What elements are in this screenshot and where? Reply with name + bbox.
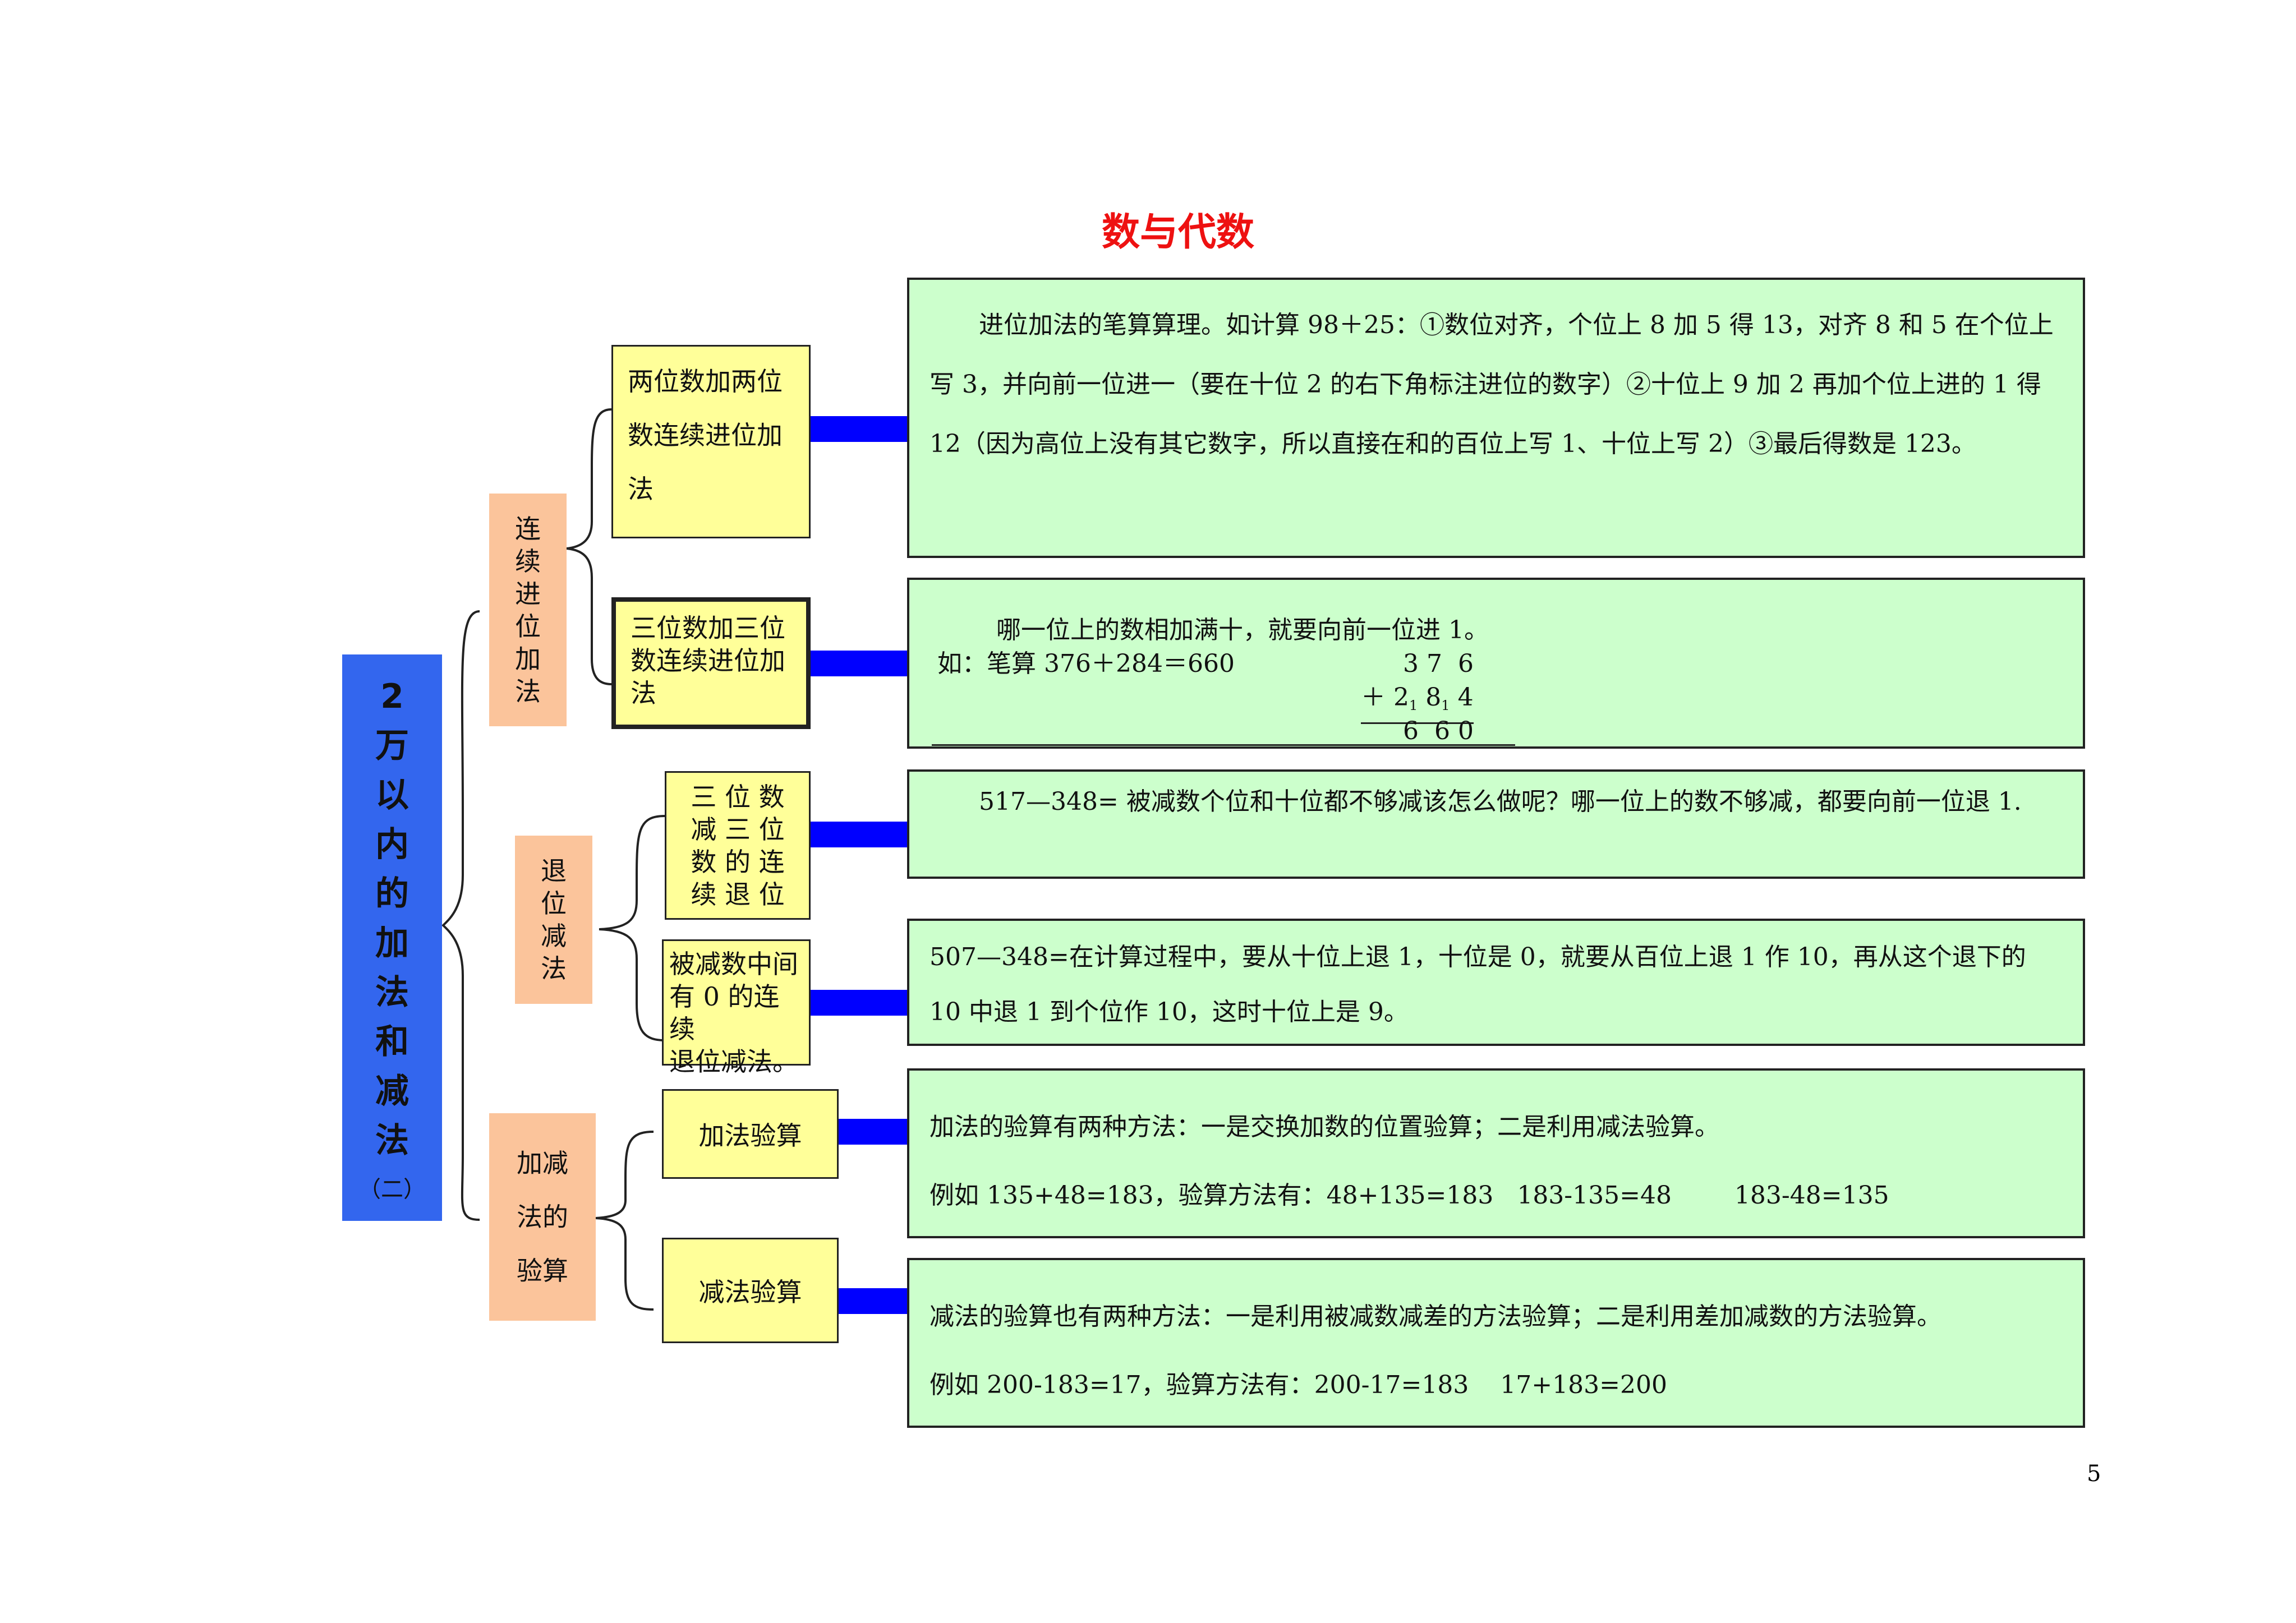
- branch-continuous-carry-addition: 连 续 进 位 加 法: [489, 494, 567, 726]
- branch-char: 连: [515, 513, 541, 544]
- root-char: 内: [375, 825, 409, 864]
- branch-char: 减: [541, 921, 567, 951]
- root-char: 法: [375, 1121, 409, 1160]
- branch-checking-add-subtract: 加减 法的 验算: [489, 1113, 596, 1321]
- content-text: 加法的验算有两种方法：一是交换加数的位置验算；二是利用减法验算。: [930, 1113, 1719, 1141]
- content-text: 进位加法的笔算算理。如计算 98＋25：①数位对齐，个位上 8 加 5 得 13…: [930, 311, 2054, 458]
- leaf-three-digit-carry-addition: 三位数加三位数连续进位加法: [611, 597, 811, 729]
- branch-char: 退: [541, 856, 567, 886]
- branch-label-line: 法的: [517, 1202, 568, 1232]
- leaf-label-line: 减 三 位: [691, 814, 785, 845]
- content-text: 517—348= 被减数个位和十位都不够减该怎么做呢？哪一位上的数不够减，都要向…: [979, 787, 2022, 816]
- content-text: 例如 135+48=183，验算方法有：48+135=183 183-135=4…: [930, 1181, 1889, 1210]
- root-char: 法: [375, 973, 409, 1012]
- root-char: 2: [380, 677, 404, 716]
- calc-digit: 8: [1425, 683, 1442, 712]
- branch3-bracket: [595, 1131, 654, 1311]
- branch-char: 续: [515, 546, 541, 577]
- branch-borrow-subtraction: 退 位 减 法: [515, 836, 592, 1004]
- root-char: 的: [375, 874, 409, 914]
- branch-label: 连 续 进 位 加 法: [515, 513, 541, 708]
- connector-bar: [811, 822, 909, 847]
- branch-char: 位: [515, 611, 541, 642]
- content-text: 如：笔算 376＋284＝660: [937, 649, 1235, 678]
- leaf-label: 两位数加两位数连续进位加法: [628, 366, 783, 504]
- leaf-subtraction-check: 减法验算: [662, 1238, 839, 1343]
- calc-digit: 4: [1457, 683, 1474, 712]
- leaf-label: 减法验算: [698, 1277, 802, 1307]
- connector-bar: [811, 651, 909, 676]
- root-topic-sub: （二）: [358, 1177, 426, 1202]
- connector-bar: [811, 990, 909, 1016]
- branch-char: 加: [515, 643, 541, 674]
- calc-row-3: 6 6 0: [1403, 717, 1474, 745]
- calc-row-1: 3 7 6: [1403, 649, 1474, 678]
- leaf-label-line: 续 退 位: [691, 879, 785, 910]
- calc-row-2: ＋ 21 81 4: [1361, 681, 1474, 724]
- content-two-digit-carry-addition: 进位加法的笔算算理。如计算 98＋25：①数位对齐，个位上 8 加 5 得 13…: [907, 278, 2085, 558]
- leaf-label-line: 数 的 连: [691, 847, 785, 877]
- underline-divider: [932, 744, 1515, 746]
- branch1-bracket: [566, 408, 612, 685]
- connector-bar: [839, 1119, 909, 1145]
- calc-carry: 1: [1409, 698, 1418, 713]
- leaf-label-line: 有 0 的连续: [669, 981, 780, 1044]
- root-bracket: [441, 610, 480, 1221]
- content-text: 507—348=在计算过程中，要从十位上退 1，十位是 0，就要从百位上退 1 …: [930, 943, 2026, 1026]
- root-topic-label: 2 万 以 内 的 加 法 和 减 法: [375, 672, 409, 1165]
- root-topic-box: 2 万 以 内 的 加 法 和 减 法 （二）: [342, 654, 442, 1221]
- root-char: 减: [375, 1072, 409, 1111]
- leaf-label: 加法验算: [698, 1121, 802, 1151]
- calc-operator: ＋: [1361, 683, 1386, 712]
- leaf-label-line: 退位减法。: [669, 1046, 798, 1077]
- page-title: 数与代数: [1101, 210, 1254, 255]
- content-addition-check: 加法的验算有两种方法：一是交换加数的位置验算；二是利用减法验算。 例如 135+…: [907, 1068, 2085, 1238]
- connector-bar: [839, 1288, 909, 1314]
- root-char: 和: [375, 1022, 409, 1062]
- branch-label: 退 位 减 法: [541, 855, 567, 985]
- content-text: 哪一位上的数相加满十，就要向前一位进 1。: [996, 616, 1489, 644]
- branch-label-line: 加减: [517, 1148, 568, 1178]
- calc-digit: 2: [1393, 683, 1409, 712]
- branch-char: 法: [515, 676, 541, 707]
- leaf-label-line: 三 位 数: [691, 782, 785, 812]
- root-char: 以: [375, 776, 409, 815]
- leaf-addition-check: 加法验算: [662, 1089, 839, 1179]
- branch-label-line: 验算: [517, 1256, 568, 1286]
- content-text: 例如 200-183=17，验算方法有：200-17=183 17+183=20…: [930, 1371, 1667, 1399]
- branch2-bracket: [599, 815, 665, 1041]
- branch-char: 法: [541, 953, 567, 984]
- leaf-label-line: 被减数中间: [669, 949, 798, 979]
- leaf-two-digit-carry-addition: 两位数加两位数连续进位加法: [611, 345, 811, 538]
- page-number: 5: [2087, 1461, 2101, 1487]
- content-three-digit-borrow-subtraction: 517—348= 被减数个位和十位都不够减该怎么做呢？哪一位上的数不够减，都要向…: [907, 769, 2085, 879]
- leaf-label: 三位数加三位数连续进位加法: [631, 613, 785, 708]
- content-subtraction-check: 减法的验算也有两种方法：一是利用被减数减差的方法验算；二是利用差加减数的方法验算…: [907, 1258, 2085, 1428]
- branch-label: 加减 法的 验算: [517, 1136, 568, 1298]
- content-zero-middle-borrow-subtraction: 507—348=在计算过程中，要从十位上退 1，十位是 0，就要从百位上退 1 …: [907, 919, 2085, 1046]
- connector-bar: [811, 416, 909, 442]
- content-text: 减法的验算也有两种方法：一是利用被减数减差的方法验算；二是利用差加减数的方法验算…: [930, 1302, 1941, 1331]
- root-char: 加: [375, 924, 409, 963]
- content-three-digit-carry-addition: 哪一位上的数相加满十，就要向前一位进 1。 如：笔算 376＋284＝660 3…: [907, 578, 2085, 749]
- calc-carry: 1: [1441, 698, 1450, 713]
- branch-char: 进: [515, 578, 541, 609]
- leaf-zero-middle-borrow-subtraction: 被减数中间 有 0 的连续 退位减法。: [662, 939, 811, 1077]
- branch-char: 位: [541, 888, 567, 919]
- leaf-three-digit-borrow-subtraction: 三 位 数 减 三 位 数 的 连 续 退 位: [665, 771, 811, 920]
- root-char: 万: [375, 726, 409, 766]
